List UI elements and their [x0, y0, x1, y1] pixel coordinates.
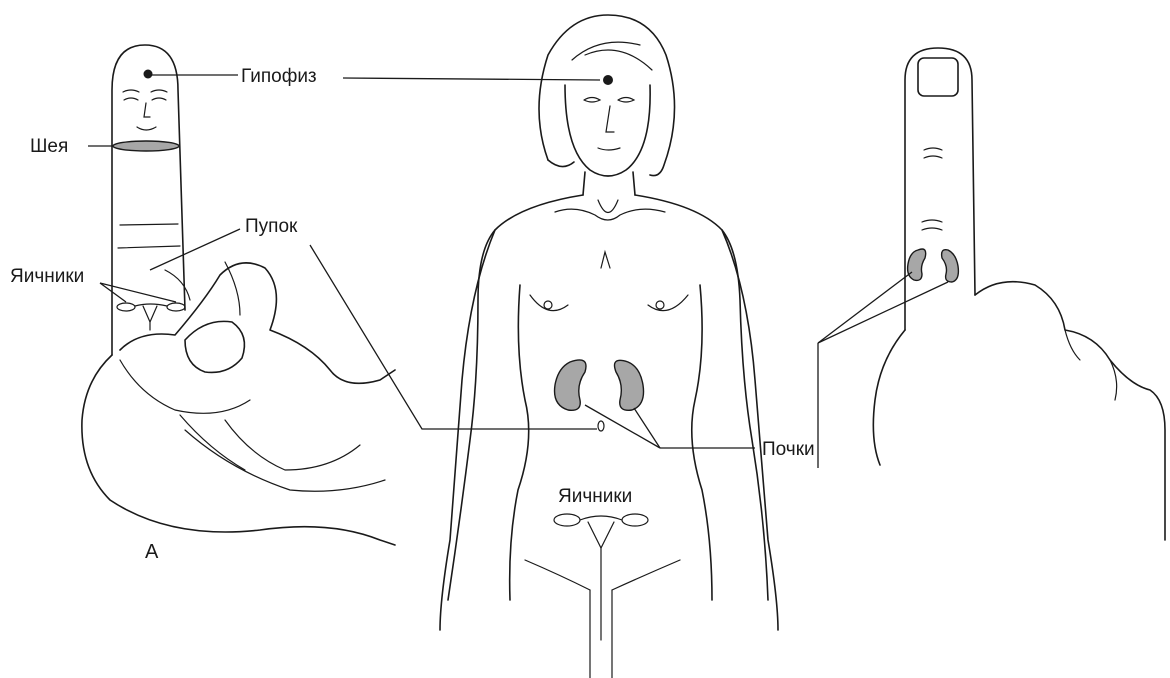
left-hand-illustration: [82, 45, 395, 545]
right-kidney: [615, 360, 644, 410]
label-pituitary: Гипофиз: [241, 66, 317, 87]
leader-kidney-left: [585, 405, 660, 448]
torso-right: [635, 195, 768, 600]
finger-face-left-eye: [124, 98, 138, 100]
finger-face-right-eye: [152, 98, 166, 100]
right-nipple: [656, 301, 664, 309]
leader-finger-kidney-left: [818, 272, 912, 343]
left-hand-crease-6: [225, 262, 240, 315]
throat-notch: [598, 200, 618, 213]
right-breast: [648, 295, 688, 311]
left-kidney: [555, 360, 586, 410]
hair-inner-left: [548, 160, 574, 167]
left-hand-fist: [82, 355, 395, 545]
body-pituitary-dot: [603, 75, 613, 85]
right-hand-crease-1: [1065, 330, 1080, 360]
body-illustration: [440, 15, 778, 678]
waist-right: [692, 285, 712, 600]
body-ovaries-icon: [554, 514, 648, 640]
body-navel: [598, 421, 604, 431]
label-neck: Шея: [30, 136, 68, 157]
leader-finger-kidney-right: [818, 282, 948, 343]
hip-line-left: [525, 560, 590, 590]
finger-ovaries-icon: [117, 303, 185, 330]
left-hand-crease-5: [165, 270, 190, 300]
leader-kidney-right: [634, 408, 660, 448]
right-fingernail: [918, 58, 958, 96]
right-finger-crease-4: [922, 228, 942, 230]
finger-face-left-brow: [123, 90, 139, 92]
hair-outline: [539, 15, 675, 176]
hair-strand-1: [572, 42, 640, 60]
neck-right: [633, 172, 635, 195]
right-finger-crease-3: [922, 220, 942, 222]
label-navel: Пупок: [245, 216, 298, 237]
finger-face-mouth: [137, 127, 156, 130]
label-ovaries-body: Яичники: [558, 486, 632, 507]
left-eye: [584, 98, 600, 103]
left-hand-crease-3: [225, 420, 360, 470]
right-hand-illustration: [873, 48, 1165, 540]
waist-left: [510, 285, 529, 600]
left-nipple: [544, 301, 552, 309]
finger-face-nose: [144, 103, 150, 117]
leader-pituitary-body: [343, 78, 600, 80]
right-finger-crease-2: [924, 156, 942, 158]
finger-right-kidney: [942, 250, 959, 282]
left-arm-outer: [440, 230, 495, 630]
left-hand-thumb: [120, 263, 395, 383]
left-hand-crease-2: [180, 415, 245, 470]
finger-pituitary-dot: [144, 70, 153, 79]
right-finger-outline: [905, 48, 975, 330]
right-finger-crease-1: [924, 148, 942, 150]
collarbone: [555, 209, 665, 220]
label-ovaries-finger: Яичники: [10, 266, 84, 287]
finger-face-right-brow: [151, 90, 167, 92]
leader-lines: [88, 75, 948, 468]
hip-line-right: [612, 560, 680, 590]
mouth: [598, 148, 620, 150]
leader-navel-body: [310, 245, 597, 429]
finger-crease-2: [118, 246, 180, 248]
left-thumbnail: [185, 321, 244, 372]
right-hand-back: [873, 330, 905, 465]
finger-crease-1: [120, 224, 178, 225]
left-hand-crease-4: [185, 430, 385, 491]
face-outline: [565, 85, 650, 176]
hair-strand-2: [585, 50, 652, 70]
label-kidneys: Почки: [762, 439, 815, 460]
label-figure-letter: A: [145, 541, 159, 563]
neck-left: [583, 172, 585, 195]
finger-neck-ring: [113, 141, 179, 151]
right-hand-palm: [975, 282, 1165, 540]
sternum-mark: [601, 252, 610, 268]
finger-left-kidney: [908, 249, 926, 280]
nose: [606, 106, 614, 132]
right-eye: [618, 98, 634, 103]
